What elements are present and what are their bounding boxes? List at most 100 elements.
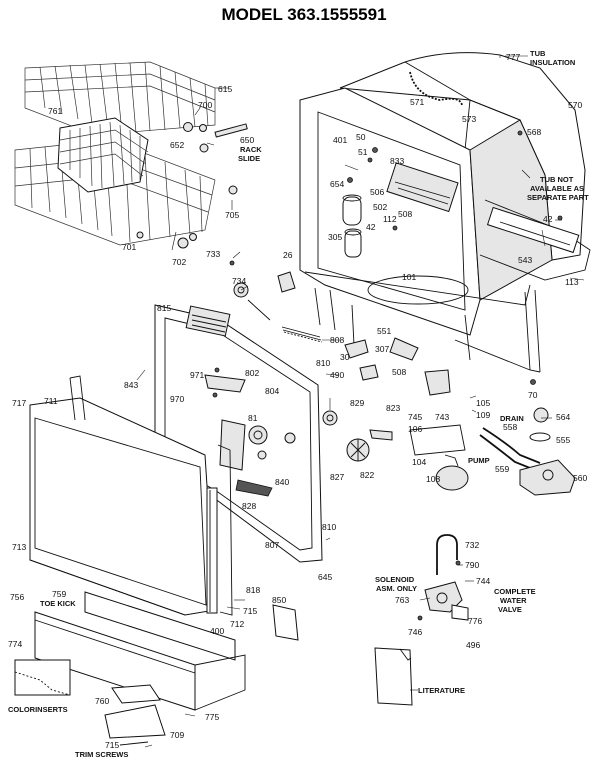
part-833: 833 [390,156,404,166]
tub-frame [299,87,481,336]
part-709: 709 [170,730,184,740]
part-508a: 508 [398,209,412,219]
part-401: 401 [333,135,347,145]
detergent-dispenser [386,162,459,213]
part-26: 26 [283,250,293,260]
vent-cylinder-bottom [344,230,362,258]
part-645: 645 [318,572,332,582]
part-717: 717 [12,398,26,408]
silverware-basket [57,117,149,193]
label-tub-not-available-3: SEPARATE PART [527,193,589,202]
part-307: 307 [375,344,389,354]
part-543: 543 [518,255,532,265]
literature [374,647,413,706]
drain-pump-body [519,459,576,496]
label-solenoid-1: SOLENOID [375,575,415,584]
part-654: 654 [330,179,344,189]
label-pump: PUMP [468,456,490,465]
spring-strip [281,326,322,341]
part-104: 104 [412,457,426,467]
part-42b: 42 [543,214,553,224]
part-777: 777 [506,52,520,62]
label-drain: DRAIN [500,414,524,423]
part-502: 502 [373,202,387,212]
insulation-cord [409,71,463,106]
label-complete-water-valve-3: VALVE [498,605,522,614]
door-side-rail [206,487,218,614]
part-774: 774 [8,639,22,649]
base-frame [314,287,541,373]
part-573: 573 [462,114,476,124]
part-305: 305 [328,232,342,242]
inlet-tube [436,534,458,575]
part-50: 50 [356,132,366,142]
rack-slide [214,123,248,138]
label-complete-water-valve-1: COMPLETE [494,587,536,596]
part-761: 761 [48,106,62,116]
upper-rack [24,61,216,136]
part-808: 808 [330,335,344,345]
label-toe-kick: TOE KICK [40,599,76,608]
label-tub-insulation-2: INSULATION [530,58,575,67]
part-822: 822 [360,470,374,480]
label-tub-not-available-1: TUB NOT [540,175,574,184]
part-815: 815 [157,303,171,313]
part-30: 30 [340,352,350,362]
part-810b: 810 [322,522,336,532]
part-555: 555 [556,435,570,445]
model-title: MODEL 363.1555591 [221,5,386,24]
part-105: 105 [476,398,490,408]
vent-cylinder-top [342,196,362,226]
toe-kick-assembly [14,591,246,746]
part-560: 560 [573,473,587,483]
part-109: 109 [476,410,490,420]
part-615: 615 [218,84,232,94]
label-tub-not-available-2: AVAILABLE AS [530,184,584,193]
part-711: 711 [44,396,58,406]
part-700: 700 [198,100,212,110]
door-vent [185,305,231,337]
part-490: 490 [330,370,344,380]
part-745: 745 [408,412,422,422]
color-insert [14,659,71,696]
part-744: 744 [476,576,490,586]
part-564: 564 [556,412,570,422]
part-705: 705 [225,210,239,220]
part-756: 756 [10,592,24,602]
label-color-inserts: COLORINSERTS [8,705,68,714]
label-trim-screws: TRIM SCREWS [75,750,128,759]
part-823: 823 [386,403,400,413]
part-558: 558 [503,422,517,432]
part-101: 101 [402,272,416,282]
part-650: 650 [240,135,254,145]
part-840: 840 [275,477,289,487]
part-775: 775 [205,712,219,722]
part-113: 113 [565,277,579,287]
part-850: 850 [272,595,286,605]
part-51: 51 [358,147,368,157]
part-843: 843 [124,380,138,390]
part-790: 790 [465,560,479,570]
part-570: 570 [568,100,582,110]
part-759: 759 [52,589,66,599]
label-solenoid-2: ASM. ONLY [376,584,417,593]
label-tub-insulation-1: TUB [530,49,546,58]
part-715b: 715 [105,740,119,750]
part-number-labels: 777 571 573 570 568 615 700 761 650 652 … [8,52,587,750]
label-literature: LITERATURE [418,686,465,695]
part-713: 713 [12,542,26,552]
door-inner-panel [154,304,323,563]
label-rack-slide-2: SLIDE [238,154,260,163]
part-763: 763 [395,595,409,605]
rack-roller [183,122,193,132]
part-108: 108 [426,474,440,484]
part-829: 829 [350,398,364,408]
label-complete-water-valve-2: WATER [500,596,527,605]
door-outer-panel [29,375,233,616]
part-732: 732 [465,540,479,550]
part-568: 568 [527,127,541,137]
part-106: 106 [408,424,422,434]
side-bracket [486,206,580,254]
part-743: 743 [435,412,449,422]
part-760: 760 [95,696,109,706]
